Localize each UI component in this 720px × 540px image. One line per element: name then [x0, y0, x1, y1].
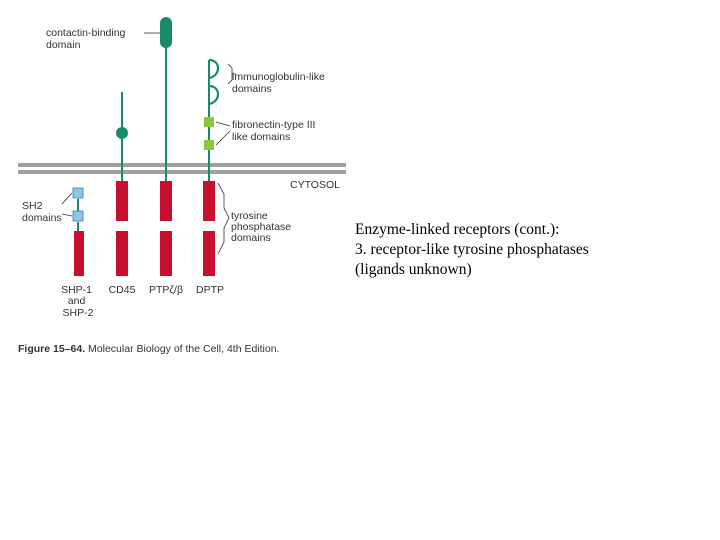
phosphatase-label: tyrosine phosphatase domains [231, 210, 294, 244]
phosphatase-domain-1 [160, 181, 172, 221]
phosphatase-domain-2 [203, 231, 215, 276]
phosphatase-bracket [217, 182, 230, 255]
membrane-inner-leaflet [18, 170, 346, 174]
membrane-outer-leaflet [18, 163, 346, 167]
contactin-binding-domain [160, 17, 172, 48]
receptor-label-shp: SHP-1 and SHP-2 [61, 284, 95, 319]
receptor-label-ptp-zeta-beta: PTPζ/β [149, 284, 183, 296]
receptor-cd45 [116, 92, 128, 276]
phosphatase-domain-1 [116, 181, 128, 221]
immunoglobulin-bracket [227, 63, 236, 85]
fibronectin-leader-1 [215, 121, 231, 127]
cytosol-label: CYTOSOL [290, 179, 340, 191]
immunoglobulin-domain-1 [208, 58, 220, 80]
phosphatase-domain-1 [203, 181, 215, 221]
phosphatase-domain-2 [116, 231, 128, 276]
sh2-leader-2 [61, 213, 73, 217]
figure-credit: Figure 15–64. Molecular Biology of the C… [18, 343, 279, 355]
contactin-label: contactin-binding domain [46, 27, 128, 51]
slide-caption: Enzyme-linked receptors (cont.): 3. rece… [355, 220, 705, 280]
sh2-leader-1 [61, 192, 73, 205]
phosphatase-domain [74, 231, 84, 276]
receptor-ptp-zeta-beta [160, 17, 172, 276]
caption-line: 3. receptor-like tyrosine phosphatases [355, 241, 589, 258]
immunoglobulin-domain-2 [208, 84, 220, 106]
receptor-dptp [203, 58, 220, 276]
fibronectin-label: fibronectin-type III like domains [232, 119, 318, 143]
sh2-domain-lower [72, 210, 84, 222]
leader-lines [61, 32, 236, 255]
caption-line: (ligands unknown) [355, 261, 472, 278]
fibronectin-leader-2 [215, 130, 231, 146]
phosphatase-domain-2 [160, 231, 172, 276]
fibronectin-domain-1 [204, 117, 214, 127]
fibronectin-domain-2 [204, 140, 214, 150]
sh2-label: SH2 domains [22, 200, 62, 224]
receptor-shp [72, 187, 84, 276]
immunoglobulin-label: immunoglobulin-like domains [232, 71, 328, 95]
receptor-label-dptp: DPTP [196, 284, 224, 296]
caption-line: Enzyme-linked receptors (cont.): [355, 221, 560, 238]
plasma-membrane [18, 163, 346, 174]
sh2-domain-upper [72, 187, 84, 199]
receptor-label-cd45: CD45 [109, 284, 136, 296]
extracellular-globular-domain [116, 127, 128, 139]
